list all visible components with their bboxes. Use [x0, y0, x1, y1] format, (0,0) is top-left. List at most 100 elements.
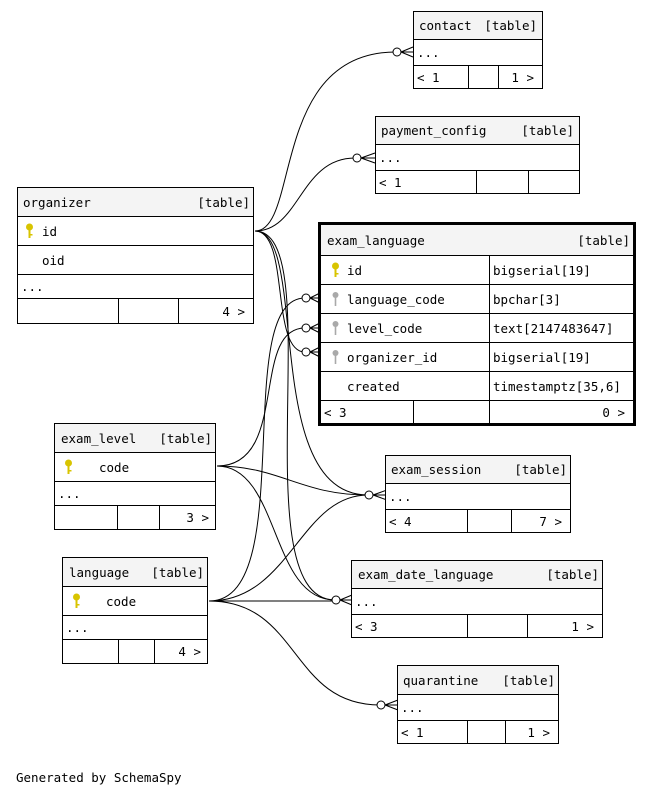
more-columns-row: ...	[376, 145, 579, 171]
footer-divider	[467, 615, 527, 637]
column-row[interactable]: organizer_id bigserial[19]	[321, 343, 633, 372]
more-columns-row: ...	[398, 695, 558, 721]
edge-language-exam-language	[208, 292, 321, 602]
table-exam-language[interactable]: exam_language [table] id bigserial[19] l…	[318, 222, 636, 426]
more-columns: ...	[58, 486, 81, 501]
column-name: id	[347, 262, 363, 278]
column-name: oid	[42, 252, 65, 268]
table-payment-config[interactable]: payment_config [table] ... < 1	[375, 116, 580, 194]
children-count[interactable]: 4 >	[154, 640, 207, 663]
children-count[interactable]: 1 >	[527, 615, 602, 637]
more-columns: ...	[21, 279, 44, 294]
more-columns-row: ...	[352, 589, 602, 615]
column-row[interactable]: created timestamptz[35,6]	[321, 372, 633, 401]
table-type: [table]	[484, 18, 537, 33]
table-name: exam_date_language	[358, 567, 494, 582]
foreign-key-icon	[331, 314, 340, 342]
children-count[interactable]: 4 >	[178, 299, 253, 323]
table-type: [table]	[197, 194, 250, 210]
column-type: bigserial[19]	[489, 343, 633, 371]
table-language[interactable]: language [table] code ... 4 >	[62, 557, 208, 664]
table-quarantine[interactable]: quarantine [table] ... < 1 1 >	[397, 665, 559, 744]
primary-key-icon	[72, 587, 81, 615]
table-footer: < 3 0 >	[321, 401, 633, 423]
more-columns-row: ...	[55, 482, 215, 506]
parents-count[interactable]: < 4	[389, 513, 412, 529]
table-header: contact [table]	[414, 12, 542, 40]
more-columns-row: ...	[414, 40, 542, 66]
table-type: [table]	[159, 430, 212, 446]
children-count[interactable]: 0 >	[489, 401, 633, 423]
table-type: [table]	[151, 564, 204, 580]
column-row[interactable]: code	[55, 453, 215, 482]
column-type: bigserial[19]	[489, 256, 633, 284]
column-row[interactable]: oid	[18, 246, 253, 275]
children-count[interactable]: 1 >	[505, 721, 558, 743]
column-type: bpchar[3]	[489, 285, 633, 313]
more-columns: ...	[389, 489, 412, 504]
table-footer: < 1	[376, 171, 579, 193]
more-columns: ...	[379, 150, 402, 165]
column-name: id	[42, 223, 58, 239]
table-type: [table]	[521, 123, 574, 138]
primary-key-icon	[25, 217, 34, 245]
footer-divider	[468, 66, 498, 88]
table-contact[interactable]: contact [table] ... < 1 1 >	[413, 11, 543, 89]
parents-count[interactable]: < 1	[401, 724, 424, 740]
table-type: [table]	[546, 567, 599, 582]
footer-divider	[467, 510, 511, 532]
column-row[interactable]: id	[18, 217, 253, 246]
edge-exam-level-exam-language	[216, 322, 321, 467]
table-exam-date-language[interactable]: exam_date_language [table] ... < 3 1 >	[351, 560, 603, 638]
children-count[interactable]: 3 >	[159, 506, 215, 529]
table-exam-level[interactable]: exam_level [table] code ... 3 >	[54, 423, 216, 530]
table-name: contact	[419, 18, 472, 33]
table-type: [table]	[502, 672, 555, 688]
table-type: [table]	[577, 232, 630, 248]
parents-count[interactable]: < 3	[324, 404, 347, 420]
table-header: exam_language [table]	[321, 225, 633, 256]
edge-language-exam-date-language	[209, 594, 353, 606]
table-footer: < 1 1 >	[398, 721, 558, 743]
table-organizer[interactable]: organizer [table] id oid ... 4 >	[17, 187, 254, 324]
column-row[interactable]: id bigserial[19]	[321, 256, 633, 285]
more-columns: ...	[66, 620, 89, 635]
footer-divider	[467, 721, 505, 743]
table-header: exam_session [table]	[386, 456, 570, 484]
column-type: timestamptz[35,6]	[489, 372, 633, 400]
table-name: exam_language	[327, 232, 425, 248]
column-row[interactable]: level_code text[2147483647]	[321, 314, 633, 343]
column-name: code	[106, 593, 137, 609]
more-columns-row: ...	[18, 275, 253, 299]
more-columns: ...	[417, 45, 440, 60]
table-name: payment_config	[381, 123, 487, 138]
table-header: organizer [table]	[18, 188, 253, 217]
more-columns: ...	[355, 594, 378, 609]
children-count[interactable]	[528, 171, 579, 193]
table-header: exam_date_language [table]	[352, 561, 602, 589]
footer-divider	[413, 401, 489, 423]
children-count[interactable]: 1 >	[498, 66, 542, 88]
parents-count[interactable]: < 1	[379, 174, 402, 190]
children-count[interactable]: 7 >	[511, 510, 570, 532]
column-row[interactable]: code	[63, 587, 207, 616]
footer-divider	[118, 299, 178, 323]
footer-divider	[476, 171, 528, 193]
table-name: organizer	[23, 194, 91, 210]
primary-key-icon	[64, 453, 73, 481]
more-columns: ...	[401, 700, 424, 715]
parents-count[interactable]: < 3	[355, 618, 378, 634]
more-columns-row: ...	[63, 616, 207, 640]
edge-organizer-payment-config	[254, 152, 376, 232]
table-header: language [table]	[63, 558, 207, 587]
table-name: exam_session	[391, 462, 482, 477]
column-name: code	[99, 459, 130, 475]
table-footer: < 3 1 >	[352, 615, 602, 637]
table-header: exam_level [table]	[55, 424, 215, 453]
primary-key-icon	[331, 256, 340, 284]
column-row[interactable]: language_code bpchar[3]	[321, 285, 633, 314]
edge-exam-level-exam-date-language	[216, 465, 336, 601]
table-name: language	[69, 564, 130, 580]
parents-count[interactable]: < 1	[417, 69, 440, 85]
table-exam-session[interactable]: exam_session [table] ... < 4 7 >	[385, 455, 571, 533]
